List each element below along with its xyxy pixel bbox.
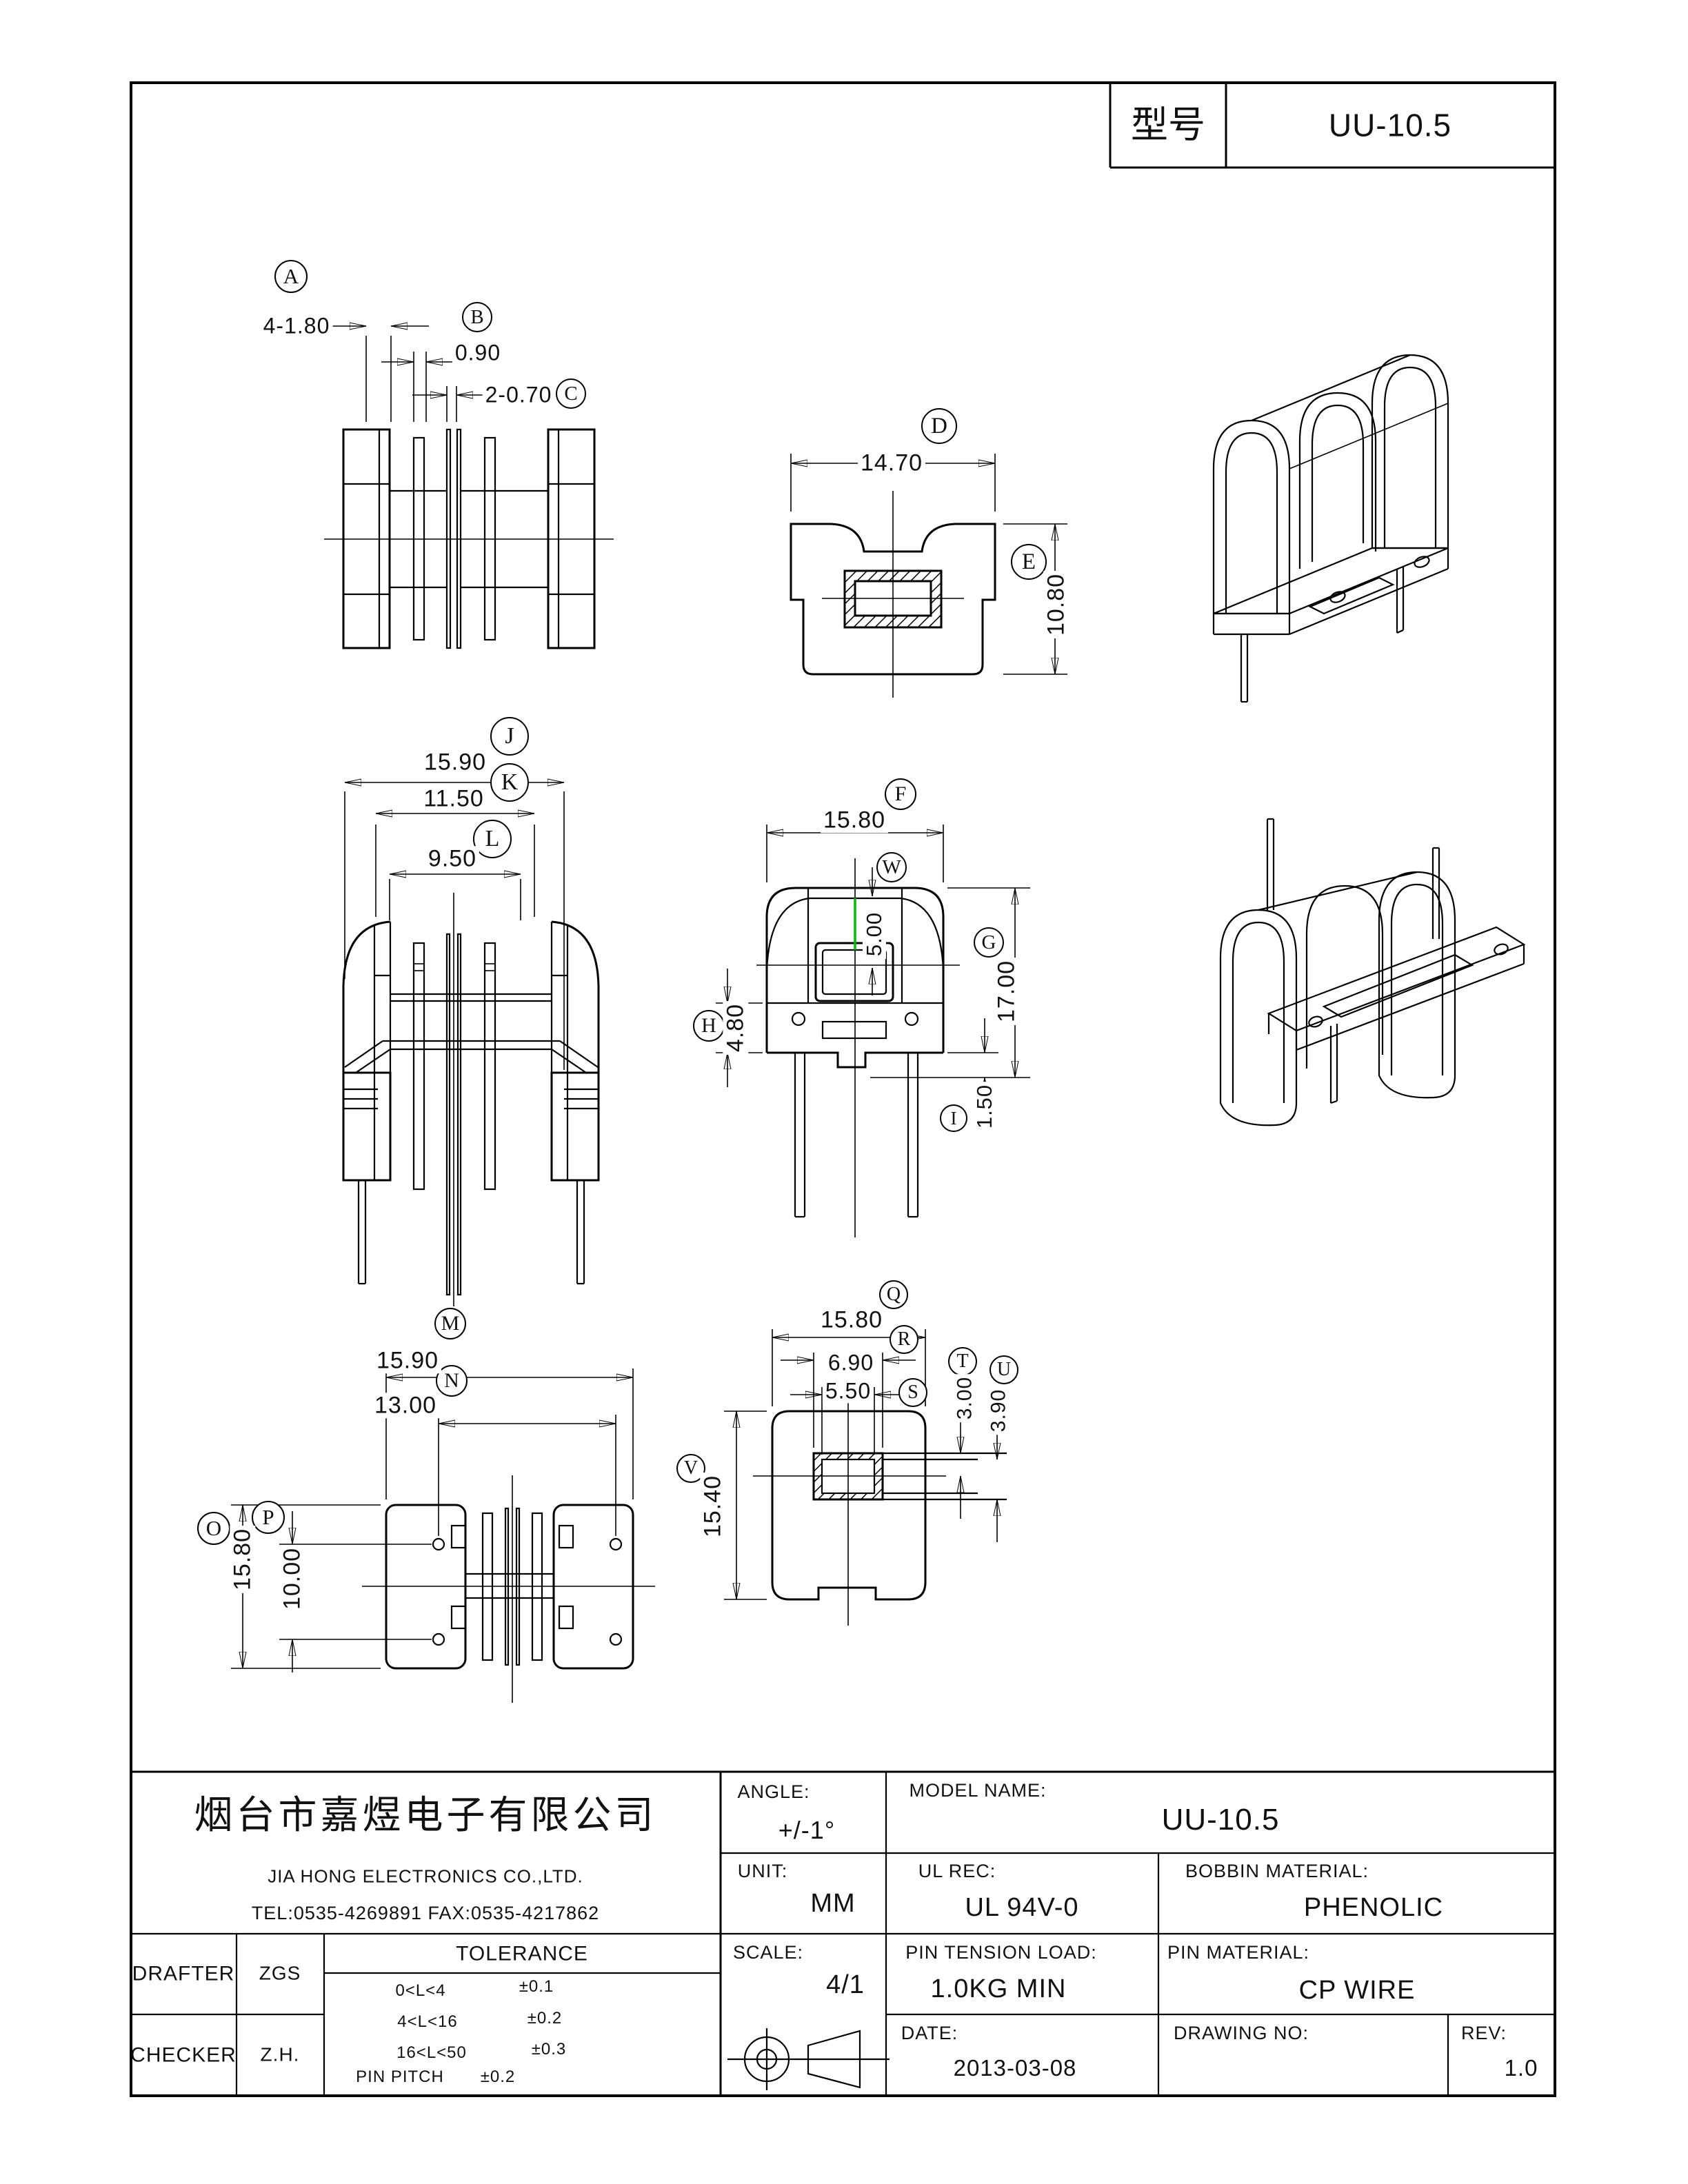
border-frame [130, 81, 1556, 2097]
front-view-pins [716, 825, 1030, 1237]
dim-l: 9.50 [425, 845, 480, 872]
tolerance-range-3: 16<L<50 [396, 2043, 467, 2062]
angle-value: +/-1° [778, 1816, 836, 1845]
dim-f: 15.80 [820, 807, 889, 833]
callout-S: S [898, 1378, 927, 1407]
checker-value: Z.H. [260, 2043, 300, 2065]
tolerance-range-1: 0<L<4 [395, 1981, 446, 2000]
company-name-en: JIA HONG ELECTRONICS CO.,LTD. [268, 1866, 583, 1887]
isometric-view-top [1212, 354, 1449, 703]
callout-U: U [989, 1355, 1018, 1384]
dim-m: 15.90 [373, 1347, 442, 1374]
callout-I: I [940, 1104, 967, 1132]
callout-E: E [1011, 544, 1047, 580]
side-view [342, 782, 600, 1306]
callout-D: D [921, 408, 957, 444]
angle-label: ANGLE: [737, 1781, 810, 1803]
dim-r: 6.90 [825, 1351, 877, 1375]
callout-C: C [556, 378, 586, 409]
bobbin-material-label: BOBBIN MATERIAL: [1185, 1861, 1369, 1882]
ul-rec-value: UL 94V-0 [965, 1893, 1079, 1923]
callout-R: R [890, 1325, 918, 1354]
date-value: 2013-03-08 [953, 2054, 1077, 2081]
dim-v: 15.40 [699, 1472, 726, 1541]
tolerance-tol-3: ±0.3 [531, 2039, 567, 2059]
dim-c: 2-0.70 [482, 383, 555, 407]
callout-O: O [197, 1512, 230, 1545]
model-value: UU-10.5 [1328, 107, 1452, 143]
dim-n: 13.00 [371, 1392, 440, 1419]
callout-M: M [434, 1308, 466, 1339]
dim-o: 15.80 [229, 1525, 256, 1594]
dim-t: 3.00 [953, 1373, 976, 1423]
tolerance-title: TOLERANCE [456, 1942, 588, 1965]
callout-W: W [876, 852, 907, 882]
unit-label: UNIT: [737, 1861, 788, 1882]
dim-g: 17.00 [993, 957, 1020, 1026]
model-name-label: MODEL NAME: [909, 1780, 1047, 1801]
callout-A: A [274, 260, 308, 293]
top-view [324, 326, 614, 649]
tolerance-range-2: 4<L<16 [397, 2012, 458, 2031]
pin-material-value: CP WIRE [1298, 1976, 1416, 2005]
projection-symbol-icon [727, 2028, 890, 2090]
title-block-grid [131, 1770, 1555, 2096]
pin-pitch-label: PIN PITCH [356, 2067, 444, 2086]
dim-s: 5.50 [822, 1379, 874, 1404]
dim-h: 4.80 [722, 1000, 749, 1055]
scale-value: 4/1 [826, 1970, 865, 2000]
isometric-view-bottom [1219, 818, 1526, 1126]
callout-K: K [490, 763, 529, 802]
drafter-value: ZGS [259, 1962, 301, 1984]
callout-L: L [473, 820, 512, 858]
callout-P: P [252, 1501, 285, 1534]
dim-d: 14.70 [857, 449, 926, 476]
scale-label: SCALE: [732, 1942, 804, 1963]
callout-F: F [885, 778, 916, 810]
model-label: 型号 [1131, 104, 1205, 146]
tolerance-tol-2: ±0.2 [527, 2008, 563, 2028]
dim-p: 10.00 [279, 1544, 305, 1613]
dim-q: 15.80 [817, 1306, 886, 1333]
dim-k: 11.50 [421, 785, 487, 812]
model-name-value: UU-10.5 [1161, 1802, 1280, 1837]
callout-N: N [436, 1365, 468, 1397]
drafter-label: DRAFTER [132, 1962, 235, 1985]
checker-label: CHECKER [130, 2043, 237, 2067]
dim-a: 4-1.80 [260, 314, 333, 338]
callout-Q: Q [879, 1280, 908, 1309]
bobbin-material-value: PHENOLIC [1303, 1893, 1444, 1923]
pin-tension-value: 1.0KG MIN [930, 1974, 1067, 2004]
callout-G: G [974, 927, 1004, 958]
bottom-view-core [724, 1329, 1007, 1626]
dim-e: 10.80 [1043, 570, 1069, 639]
dim-j: 15.90 [421, 749, 490, 776]
pin-pitch-tol: ±0.2 [480, 2067, 516, 2086]
callout-H: H [693, 1010, 725, 1042]
date-label: DATE: [901, 2023, 958, 2044]
tolerance-tol-1: ±0.1 [519, 1976, 554, 1996]
dim-u: 3.90 [987, 1386, 1010, 1435]
bottom-view [231, 1368, 655, 1703]
company-name-cn: 烟台市嘉煜电子有限公司 [194, 1794, 657, 1838]
dim-w: 5.00 [862, 909, 887, 960]
pin-tension-label: PIN TENSION LOAD: [905, 1942, 1097, 1963]
callout-B: B [462, 302, 492, 332]
drawing-no-label: DRAWING NO: [1174, 2023, 1309, 2044]
rev-label: REV: [1460, 2023, 1507, 2044]
callout-J: J [490, 717, 529, 756]
rev-value: 1.0 [1504, 2054, 1538, 2081]
dim-i: 1.50 [972, 1081, 997, 1132]
ul-rec-label: UL REC: [918, 1861, 996, 1882]
dim-b: 0.90 [452, 341, 504, 365]
callout-T: T [948, 1347, 977, 1376]
company-contact: TEL:0535-4269891 FAX:0535-4217862 [251, 1903, 600, 1924]
pin-material-label: PIN MATERIAL: [1167, 1942, 1310, 1963]
unit-value: MM [810, 1889, 856, 1919]
